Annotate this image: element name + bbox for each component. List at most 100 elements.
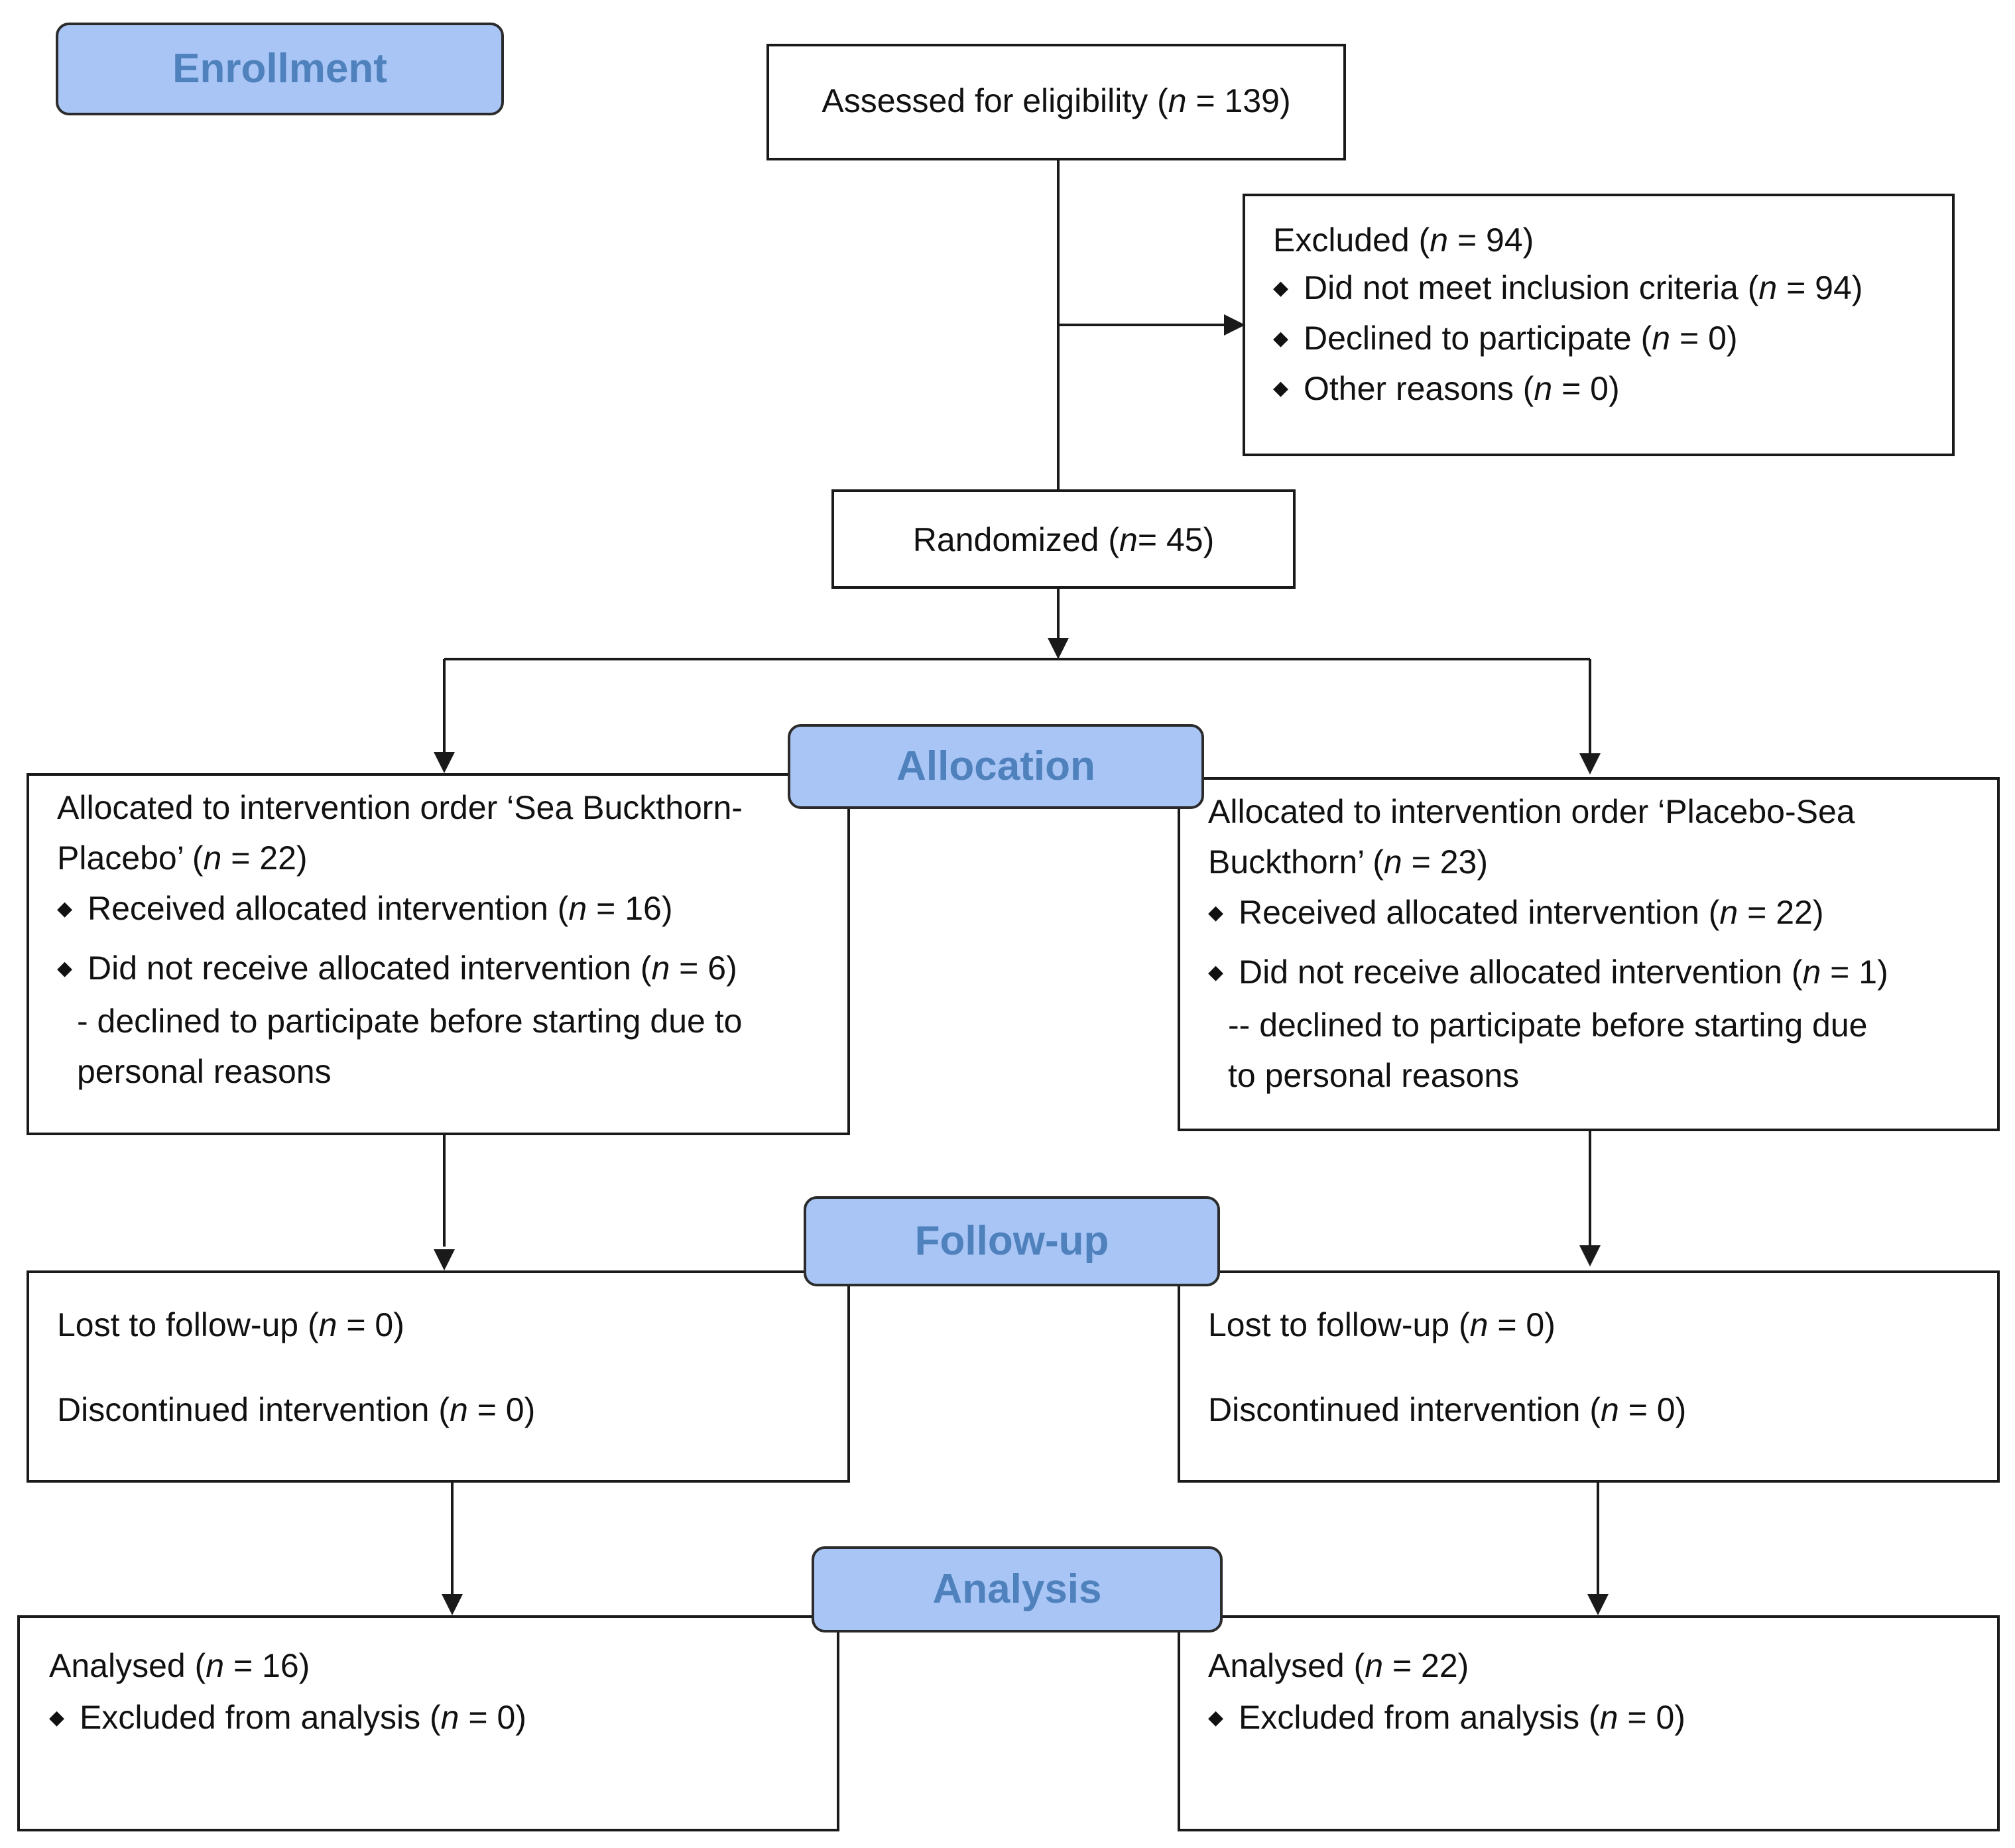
allocation-right-title-label: Buckthorn’ ( xyxy=(1208,843,1384,881)
analysis-left-box: Analysed (n = 16) ◆Excluded from analysi… xyxy=(17,1615,839,1831)
stage-follow-up: Follow-up xyxy=(804,1196,1220,1286)
analysed-label: Analysed ( xyxy=(1208,1647,1365,1684)
excluded-item-count: = 94) xyxy=(1777,269,1863,306)
lost-count: = 0) xyxy=(337,1306,404,1343)
assessed-count: = 139) xyxy=(1186,82,1291,119)
stage-analysis-label: Analysis xyxy=(932,1566,1102,1612)
n-symbol: n xyxy=(1430,221,1449,259)
arrowhead-randomized xyxy=(1048,638,1069,659)
allocation-left-count: = 22) xyxy=(221,839,308,877)
allocation-left-not-received: ◆Did not receive allocated intervention … xyxy=(57,943,847,996)
n-symbol: n xyxy=(1599,1699,1618,1736)
discontinued-label: Discontinued intervention ( xyxy=(57,1391,450,1428)
analysis-left-analysed: Analysed (n = 16) xyxy=(49,1642,837,1690)
analysis-right-box: Analysed (n = 22) ◆Excluded from analysi… xyxy=(1178,1615,2000,1831)
excluded-analysis-count: = 0) xyxy=(459,1699,526,1736)
n-symbol: n xyxy=(568,890,587,927)
allocation-right-reason-line1: -- declined to participate before starti… xyxy=(1228,1006,1868,1044)
not-received-label: Did not receive allocated intervention ( xyxy=(1239,953,1803,991)
n-symbol: n xyxy=(1168,82,1187,119)
followup-left-lost: Lost to follow-up (n = 0) xyxy=(57,1301,847,1349)
stage-allocation: Allocation xyxy=(788,724,1204,809)
diamond-bullet-icon: ◆ xyxy=(1208,901,1224,924)
n-symbol: n xyxy=(1365,1647,1384,1684)
n-symbol: n xyxy=(206,1647,225,1684)
arrowhead-allocation-right xyxy=(1579,753,1601,774)
allocation-left-reason-line2: personal reasons xyxy=(77,1052,332,1090)
stage-follow-up-label: Follow-up xyxy=(914,1218,1109,1264)
allocation-left-box: Allocated to intervention order ‘Sea Buc… xyxy=(27,773,850,1135)
allocation-right-not-received: ◆ Did not receive allocated intervention … xyxy=(1208,947,1997,1000)
randomized-label: Randomized ( xyxy=(912,521,1120,558)
excluded-item: ◆ Did not meet inclusion criteria (n = 94… xyxy=(1273,264,1952,314)
diamond-bullet-icon: ◆ xyxy=(1208,961,1224,983)
allocation-right-count: = 23) xyxy=(1402,843,1488,881)
allocation-left-title-line2: Placebo’ (n = 22) xyxy=(57,833,847,883)
arrowhead-analysis-right xyxy=(1587,1594,1609,1615)
analysed-count: = 16) xyxy=(224,1647,310,1684)
analysis-right-analysed: Analysed (n = 22) xyxy=(1208,1642,1997,1690)
excluded-title: Excluded (n = 94) xyxy=(1273,216,1952,264)
n-symbol: n xyxy=(1719,894,1739,931)
allocation-left-title-label: Placebo’ ( xyxy=(57,839,204,877)
n-symbol: n xyxy=(1469,1306,1489,1343)
diamond-bullet-icon: ◆ xyxy=(1273,277,1289,299)
stage-analysis: Analysis xyxy=(812,1546,1223,1632)
arrowhead-followup-left xyxy=(434,1249,455,1270)
stage-enrollment: Enrollment xyxy=(56,23,504,115)
received-label: Received allocated intervention ( xyxy=(1239,894,1720,931)
allocation-right-box: Allocated to intervention order ‘Placebo… xyxy=(1178,777,2000,1131)
n-symbol: n xyxy=(1758,269,1778,306)
discontinued-count: = 0) xyxy=(467,1391,536,1428)
allocation-right-reason-line2: to personal reasons xyxy=(1228,1056,1520,1094)
excluded-item: ◆Declined to participate (n = 0) xyxy=(1273,314,1952,365)
not-received-count: = 1) xyxy=(1821,953,1888,991)
received-count: = 16) xyxy=(587,890,673,927)
discontinued-count: = 0) xyxy=(1618,1391,1687,1428)
allocation-right-title-line2: Buckthorn’ (n = 23) xyxy=(1208,837,1997,887)
arrowhead-followup-right xyxy=(1579,1245,1601,1266)
followup-right-box: Lost to follow-up (n = 0) Discontinued i… xyxy=(1178,1270,2000,1483)
assessed-box: Assessed for eligibility (n = 139) xyxy=(766,44,1346,160)
excluded-title-count: = 94) xyxy=(1448,221,1534,259)
followup-left-discontinued: Discontinued intervention (n = 0) xyxy=(57,1386,847,1434)
n-symbol: n xyxy=(450,1391,468,1428)
randomized-count: = 45) xyxy=(1137,521,1215,558)
allocation-right-title-line1: Allocated to intervention order ‘Placebo… xyxy=(1208,793,1855,830)
excluded-item: ◆Other reasons (n = 0) xyxy=(1273,365,1952,415)
stage-allocation-label: Allocation xyxy=(896,743,1095,789)
diamond-bullet-icon: ◆ xyxy=(57,957,73,979)
arrowhead-analysis-left xyxy=(442,1594,463,1615)
n-symbol: n xyxy=(318,1306,337,1343)
diamond-bullet-icon: ◆ xyxy=(1273,377,1289,400)
lost-label: Lost to follow-up ( xyxy=(1208,1306,1470,1343)
n-symbol: n xyxy=(1601,1391,1619,1428)
excluded-title-label: Excluded ( xyxy=(1273,221,1430,259)
analysed-label: Analysed ( xyxy=(49,1647,206,1684)
received-count: = 22) xyxy=(1738,894,1824,931)
excluded-box: Excluded (n = 94) ◆Did not meet inclusio… xyxy=(1243,194,1955,456)
analysed-count: = 22) xyxy=(1383,1647,1469,1684)
n-symbol: n xyxy=(1652,319,1671,357)
followup-right-discontinued: Discontinued intervention (n = 0) xyxy=(1208,1386,1997,1434)
discontinued-label: Discontinued intervention ( xyxy=(1208,1391,1601,1428)
allocation-right-received: ◆ Received allocated intervention (n = 22… xyxy=(1208,887,1997,940)
lost-label: Lost to follow-up ( xyxy=(57,1306,319,1343)
diamond-bullet-icon: ◆ xyxy=(1208,1706,1224,1729)
lost-count: = 0) xyxy=(1488,1306,1556,1343)
excluded-item-count: = 0) xyxy=(1670,319,1738,357)
n-symbol: n xyxy=(440,1699,459,1736)
allocation-left-received: ◆Received allocated intervention (n = 16… xyxy=(57,883,847,936)
excluded-item-label: Declined to participate ( xyxy=(1304,319,1652,357)
arrowhead-allocation-left xyxy=(434,752,455,773)
arrowhead-excluded xyxy=(1224,314,1245,336)
followup-right-lost: Lost to follow-up (n = 0) xyxy=(1208,1301,1997,1349)
excluded-item-count: = 0) xyxy=(1552,369,1620,407)
n-symbol: n xyxy=(1802,953,1821,991)
analysis-left-excluded: ◆Excluded from analysis (n = 0) xyxy=(49,1694,837,1744)
excluded-item-label: Did not meet inclusion criteria ( xyxy=(1304,269,1759,306)
followup-left-box: Lost to follow-up (n = 0) Discontinued i… xyxy=(27,1270,850,1483)
n-symbol: n xyxy=(1534,369,1553,407)
excluded-analysis-count: = 0) xyxy=(1618,1699,1685,1736)
diamond-bullet-icon: ◆ xyxy=(49,1706,65,1729)
